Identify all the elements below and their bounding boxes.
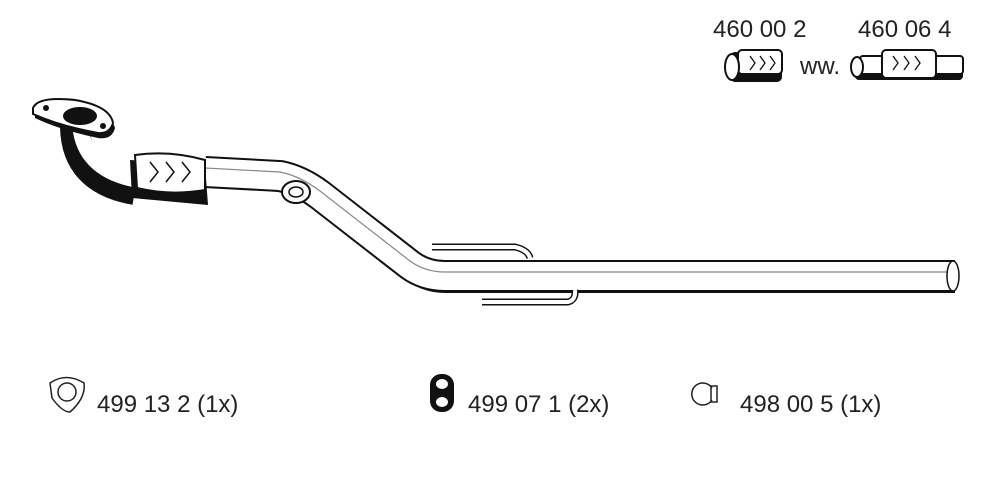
clamp-icon [691,382,718,406]
rubber-hanger-icon [430,374,454,412]
flex-pipe-460064-icon [850,49,964,80]
clamp-part-label: 498 00 5 (1x) [740,391,882,418]
gasket-part-label: 499 13 2 (1x) [97,391,239,418]
gasket-icon [49,376,85,413]
hanger-part-label: 499 07 1 (2x) [468,391,610,418]
part-number-460064: 460 06 4 [858,16,952,43]
flex-pipe [130,152,208,205]
front-pipe [60,121,960,306]
part-number-460002: 460 00 2 [713,16,807,43]
alternative-separator: ww. [800,53,841,80]
flange [32,98,115,139]
flex-pipe-460002-icon [724,49,783,82]
